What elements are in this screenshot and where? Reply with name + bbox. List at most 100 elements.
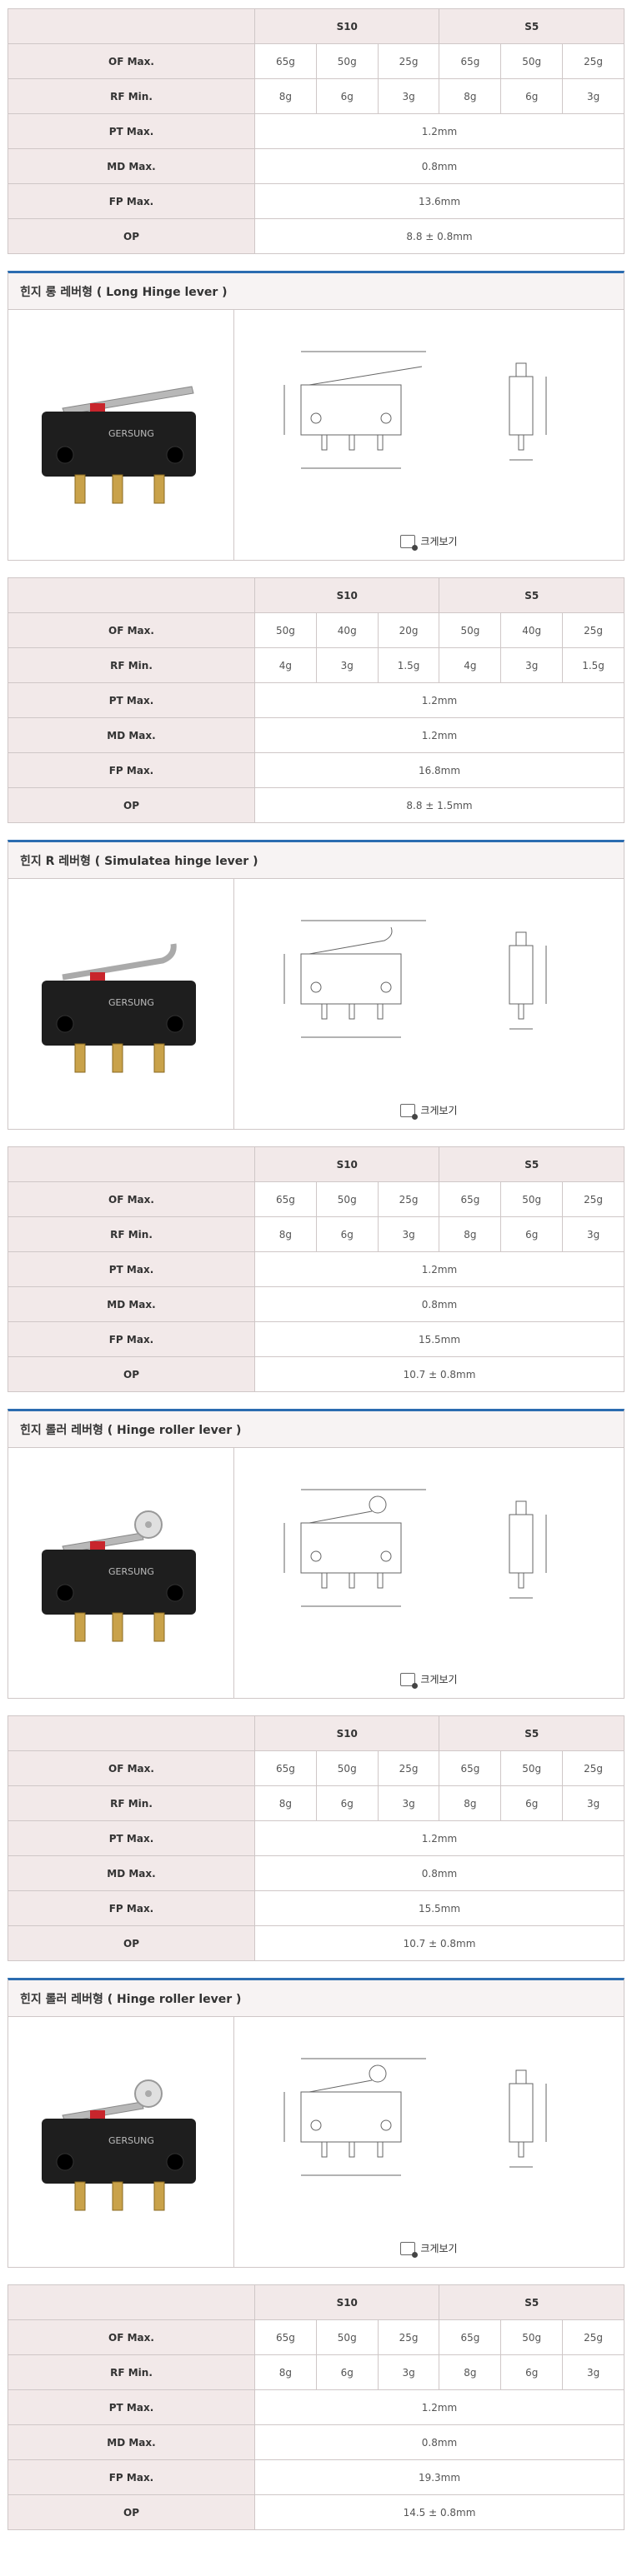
spec-row: MD Max.0.8mm (8, 1286, 624, 1322)
spec-value-cell: 6g (315, 1785, 379, 1821)
switch-body (42, 2119, 196, 2184)
drawing-terminal (349, 1572, 355, 1589)
spec-value-cell: 6g (315, 2354, 379, 2390)
product-section: 힌지 R 레버형 ( Simulatea hinge lever )GERSUN… (8, 840, 624, 1130)
spec-value-cell: 3g (377, 78, 440, 114)
drawing-side-view (509, 376, 534, 436)
lever-arm (62, 943, 177, 981)
zoom-button[interactable]: 크게보기 (234, 1672, 624, 1689)
spec-row: MD Max.0.8mm (8, 2424, 624, 2460)
spec-row-label: RF Min. (8, 1216, 255, 1252)
terminal-pin (74, 2181, 86, 2211)
spec-value-cell: 3g (562, 2354, 624, 2390)
terminal-pin (153, 1043, 165, 1073)
zoom-label: 크게보기 (420, 536, 458, 547)
spec-row: FP Max.19.3mm (8, 2459, 624, 2495)
spec-value-cell: 8g (439, 2354, 502, 2390)
spec-row-label: PT Max. (8, 1820, 255, 1856)
spec-span-cell: 0.8mm (254, 2424, 624, 2460)
spec-value-cell: 1.5g (377, 647, 440, 683)
spec-row-label: RF Min. (8, 1785, 255, 1821)
terminal-pin (74, 1612, 86, 1642)
drawing-body-outline (300, 2091, 402, 2143)
spec-value-cell: 4g (254, 647, 317, 683)
spec-value-cell: 65g (254, 1181, 317, 1217)
zoom-label: 크게보기 (420, 1674, 458, 1685)
spec-row-label: RF Min. (8, 78, 255, 114)
terminal-pin (74, 1043, 86, 1073)
mount-hole (166, 1584, 184, 1602)
drawing-lever (308, 366, 423, 386)
drawing-side-view (509, 1514, 534, 1574)
drawing-hole (380, 1550, 392, 1562)
drawing-side-view (509, 2083, 534, 2143)
drawing-lever (308, 1510, 373, 1524)
spec-value-cell: 1.5g (562, 647, 624, 683)
spec-value-cell: 25g (562, 612, 624, 648)
spec-value-cell: 8g (254, 1785, 317, 1821)
spec-row-label: FP Max. (8, 183, 255, 219)
zoom-button[interactable]: 크게보기 (234, 534, 624, 551)
dimension-drawing (283, 351, 547, 469)
spec-span-cell: 1.2mm (254, 2389, 624, 2425)
spec-value-cell: 50g (439, 612, 502, 648)
spec-span-cell: 1.2mm (254, 1820, 624, 1856)
drawing-side-view (509, 945, 534, 1005)
drawing-roller (369, 1495, 387, 1514)
spec-value-cell: 6g (315, 78, 379, 114)
drawing-terminal (377, 434, 384, 451)
spec-row-label: FP Max. (8, 1321, 255, 1357)
drawing-hole (310, 2119, 322, 2131)
spec-span-cell: 8.8 ± 0.8mm (254, 218, 624, 254)
zoom-label: 크게보기 (420, 1105, 458, 1116)
magnify-image-icon (400, 2241, 419, 2258)
drawing-hole (380, 412, 392, 424)
spec-value-cell: 3g (377, 1216, 440, 1252)
spec-value-cell: 8g (439, 78, 502, 114)
drawing-side-terminal (518, 434, 524, 451)
spec-value-cell: 3g (562, 78, 624, 114)
drawing-terminal (349, 1003, 355, 1020)
mount-hole (56, 1584, 74, 1602)
spec-value-cell: 25g (377, 2319, 440, 2355)
spec-value-cell: 8g (254, 2354, 317, 2390)
drawing-terminal (377, 2141, 384, 2158)
mount-hole (56, 2153, 74, 2171)
spec-value-cell: 65g (439, 1750, 502, 1786)
product-title: 힌지 롤러 레버형 ( Hinge roller lever ) (8, 1411, 624, 1448)
spec-row-label: OF Max. (8, 612, 255, 648)
drawing-terminal (321, 434, 328, 451)
spec-value-cell: 20g (377, 612, 440, 648)
spec-value-cell: 8g (439, 1785, 502, 1821)
spec-value-cell: 50g (315, 43, 379, 79)
spec-row-label: OF Max. (8, 1750, 255, 1786)
zoom-button[interactable]: 크게보기 (234, 2241, 624, 2258)
spec-row-label: OP (8, 2494, 255, 2530)
terminal-pin (153, 474, 165, 504)
actuator-button (90, 972, 105, 982)
drawing-body-outline (300, 953, 402, 1005)
product-drawing-panel: 크게보기 (234, 1448, 624, 1698)
spec-row-label: MD Max. (8, 2424, 255, 2460)
drawing-terminal (321, 2141, 328, 2158)
spec-value-cell: 50g (254, 612, 317, 648)
switch-photo: GERSUNG (42, 2079, 196, 2211)
drawing-side-actuator (515, 931, 527, 946)
spec-value-cell: 50g (500, 2319, 564, 2355)
brand-label: GERSUNG (108, 1566, 154, 1577)
spec-header-s5: S5 (439, 577, 624, 613)
drawing-side-terminal (518, 2141, 524, 2158)
spec-row: PT Max.1.2mm (8, 682, 624, 718)
zoom-button[interactable]: 크게보기 (234, 1103, 624, 1120)
spec-value-cell: 8g (254, 1216, 317, 1252)
product-title: 힌지 롤러 레버형 ( Hinge roller lever ) (8, 1980, 624, 2017)
